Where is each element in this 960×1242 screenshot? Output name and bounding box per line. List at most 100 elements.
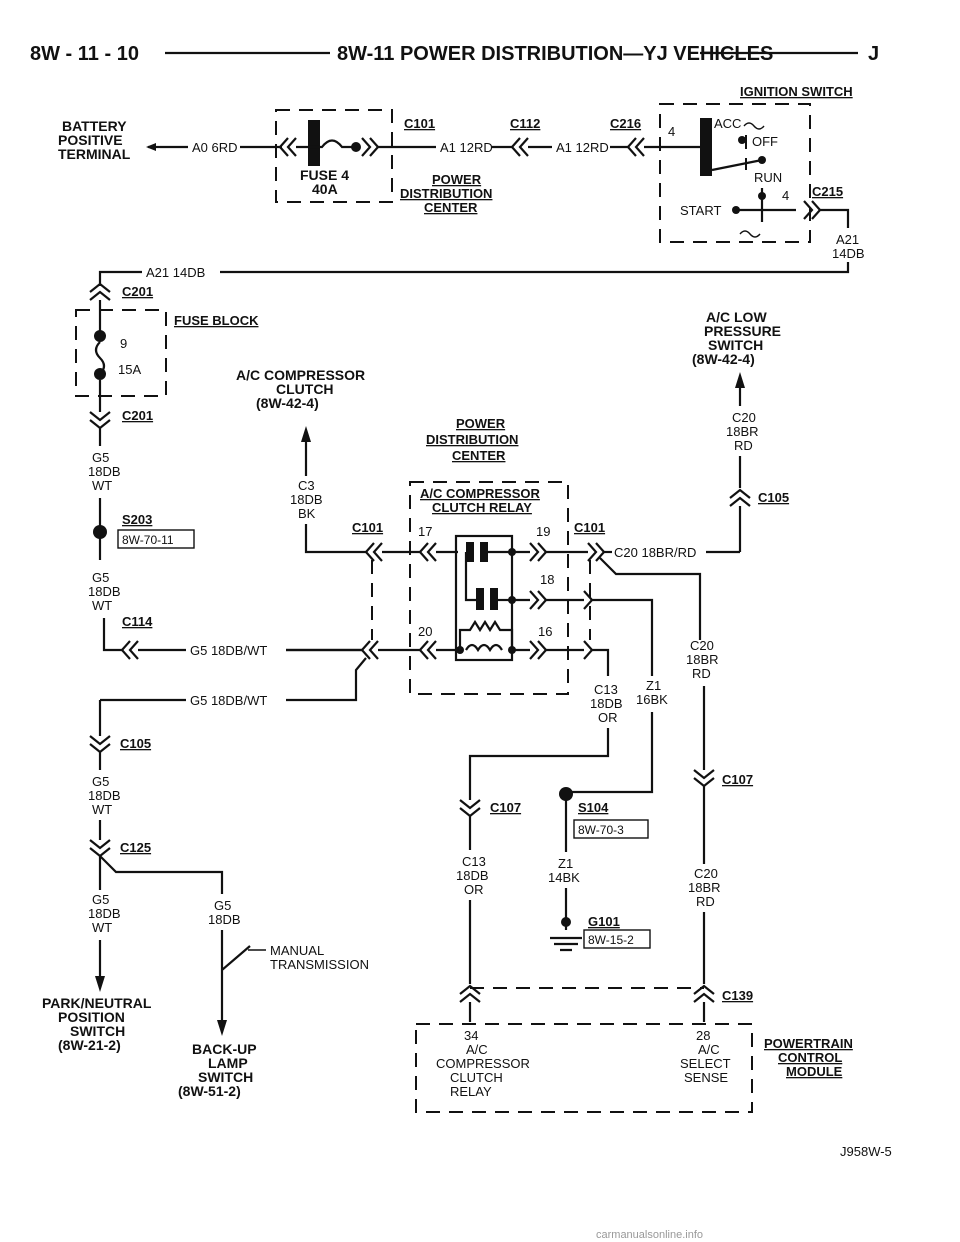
svg-text:G5: G5 bbox=[214, 898, 231, 913]
c114-label: C114 bbox=[122, 614, 153, 629]
svg-text:A21: A21 bbox=[836, 232, 859, 247]
c139-label: C139 bbox=[722, 988, 753, 1003]
svg-text:MODULE: MODULE bbox=[786, 1064, 843, 1079]
connector-c139 bbox=[693, 984, 715, 1003]
ignition-switch-box bbox=[659, 103, 811, 243]
connector-c215 bbox=[803, 200, 822, 220]
connector-c105-left bbox=[89, 735, 111, 754]
wire-g5-backup-label: G5 18DB bbox=[208, 898, 241, 927]
ignition-switch-body bbox=[700, 118, 712, 176]
svg-text:18DB: 18DB bbox=[290, 492, 323, 507]
svg-text:18: 18 bbox=[540, 572, 554, 587]
wire-g5-h2-label: G5 18DB/WT bbox=[190, 693, 267, 708]
svg-text:4: 4 bbox=[782, 188, 789, 203]
ac-clutch-arrow bbox=[301, 426, 311, 442]
svg-text:RD: RD bbox=[692, 666, 711, 681]
svg-text:18DB: 18DB bbox=[88, 788, 121, 803]
splice-s104 bbox=[559, 787, 573, 801]
svg-text:A/C COMPRESSOR: A/C COMPRESSOR bbox=[236, 367, 365, 383]
switch-start: START bbox=[680, 203, 721, 218]
svg-text:CLUTCH RELAY: CLUTCH RELAY bbox=[432, 500, 532, 515]
page-number: 8W - 11 - 10 bbox=[30, 43, 139, 65]
watermark: carmanualsonline.info bbox=[596, 1229, 703, 1241]
connector-c216 bbox=[626, 137, 645, 157]
svg-text:40A: 40A bbox=[312, 181, 338, 197]
svg-text:TRANSMISSION: TRANSMISSION bbox=[270, 957, 369, 972]
svg-text:9: 9 bbox=[120, 336, 127, 351]
wire-a0-label: A0 6RD bbox=[192, 140, 238, 155]
wire-g5-left4-label: G5 18DB WT bbox=[88, 892, 121, 935]
wire-g5-114-label: G5 18DB/WT bbox=[190, 643, 267, 658]
relay-resistor bbox=[458, 619, 514, 650]
svg-text:A/C: A/C bbox=[466, 1042, 488, 1057]
svg-text:G5: G5 bbox=[92, 570, 109, 585]
svg-text:POSITION: POSITION bbox=[58, 1009, 125, 1025]
switch-off: OFF bbox=[752, 134, 778, 149]
svg-text:Z1: Z1 bbox=[646, 678, 661, 693]
svg-text:17: 17 bbox=[418, 524, 432, 539]
svg-text:C3: C3 bbox=[298, 478, 315, 493]
connector-c101-top bbox=[361, 137, 380, 157]
c105-left-label: C105 bbox=[120, 736, 151, 751]
page-letter: J bbox=[868, 43, 879, 65]
svg-text:18DB: 18DB bbox=[88, 906, 121, 921]
wire-a21-h-label: A21 14DB bbox=[146, 265, 205, 280]
svg-text:20: 20 bbox=[418, 624, 432, 639]
c101-mid-label: C101 bbox=[352, 520, 383, 535]
c112-label: C112 bbox=[510, 116, 540, 131]
ac-compressor-clutch-label: A/C COMPRESSOR CLUTCH (8W-42-4) bbox=[236, 367, 365, 411]
c105-right-label: C105 bbox=[758, 490, 789, 505]
fuse4-link bbox=[296, 139, 356, 149]
c107-left-label: C107 bbox=[490, 800, 521, 815]
svg-text:SWITCH: SWITCH bbox=[70, 1023, 125, 1039]
svg-text:SWITCH: SWITCH bbox=[198, 1069, 253, 1085]
wire-c20-top-label: C20 18BR RD bbox=[726, 410, 759, 453]
svg-text:SENSE: SENSE bbox=[684, 1070, 728, 1085]
svg-text:CENTER: CENTER bbox=[424, 200, 478, 215]
c107-right-label: C107 bbox=[722, 772, 753, 787]
wire-c13-b-label: C13 18DB OR bbox=[456, 854, 489, 897]
s203-ref: 8W-70-11 bbox=[122, 533, 174, 547]
svg-text:G5: G5 bbox=[92, 774, 109, 789]
wire-c20-right2-label: C20 18BR RD bbox=[688, 866, 721, 909]
pcm-label: POWERTRAIN CONTROL MODULE bbox=[764, 1036, 853, 1079]
svg-text:18BR: 18BR bbox=[686, 652, 719, 667]
svg-text:A/C COMPRESSOR: A/C COMPRESSOR bbox=[420, 486, 541, 501]
svg-text:A/C: A/C bbox=[698, 1042, 720, 1057]
backup-lamp-switch-label: BACK-UP LAMP SWITCH (8W-51-2) bbox=[178, 1041, 257, 1099]
svg-text:Z1: Z1 bbox=[558, 856, 573, 871]
fuse-block-label: FUSE BLOCK bbox=[174, 313, 259, 328]
svg-text:18DB: 18DB bbox=[88, 584, 121, 599]
c216-label: C216 bbox=[610, 116, 641, 131]
wire-g5-left3-label: G5 18DB WT bbox=[88, 774, 121, 817]
svg-text:(8W-51-2): (8W-51-2) bbox=[178, 1083, 241, 1099]
svg-text:WT: WT bbox=[92, 478, 112, 493]
pcm-pin28: 28 A/C SELECT SENSE bbox=[680, 1028, 731, 1085]
svg-text:28: 28 bbox=[696, 1028, 710, 1043]
svg-text:C20: C20 bbox=[690, 638, 714, 653]
svg-text:WT: WT bbox=[92, 598, 112, 613]
svg-text:MANUAL: MANUAL bbox=[270, 943, 324, 958]
connector-c112 bbox=[510, 137, 529, 157]
relay-title: A/C COMPRESSOR CLUTCH RELAY bbox=[420, 486, 541, 515]
pcm-pin34: 34 A/C COMPRESSOR CLUTCH RELAY bbox=[436, 1028, 530, 1099]
svg-text:4: 4 bbox=[668, 124, 675, 139]
svg-text:14DB: 14DB bbox=[832, 246, 865, 261]
svg-text:(8W-42-4): (8W-42-4) bbox=[692, 351, 755, 367]
connector-c105-right bbox=[729, 488, 751, 507]
s104-label: S104 bbox=[578, 800, 609, 815]
svg-text:COMPRESSOR: COMPRESSOR bbox=[436, 1056, 530, 1071]
switch-run: RUN bbox=[754, 170, 782, 185]
svg-text:SWITCH: SWITCH bbox=[708, 337, 763, 353]
svg-text:RELAY: RELAY bbox=[450, 1084, 492, 1099]
svg-text:18BR: 18BR bbox=[688, 880, 721, 895]
fuse4-element bbox=[308, 120, 320, 166]
svg-text:POSITIVE: POSITIVE bbox=[58, 132, 123, 148]
svg-text:16BK: 16BK bbox=[636, 692, 668, 707]
connector-c107-right bbox=[693, 769, 715, 788]
svg-text:G5: G5 bbox=[92, 450, 109, 465]
svg-text:C13: C13 bbox=[594, 682, 618, 697]
svg-text:G5: G5 bbox=[92, 892, 109, 907]
pdc-top-label: POWER DISTRIBUTION CENTER bbox=[400, 172, 492, 215]
